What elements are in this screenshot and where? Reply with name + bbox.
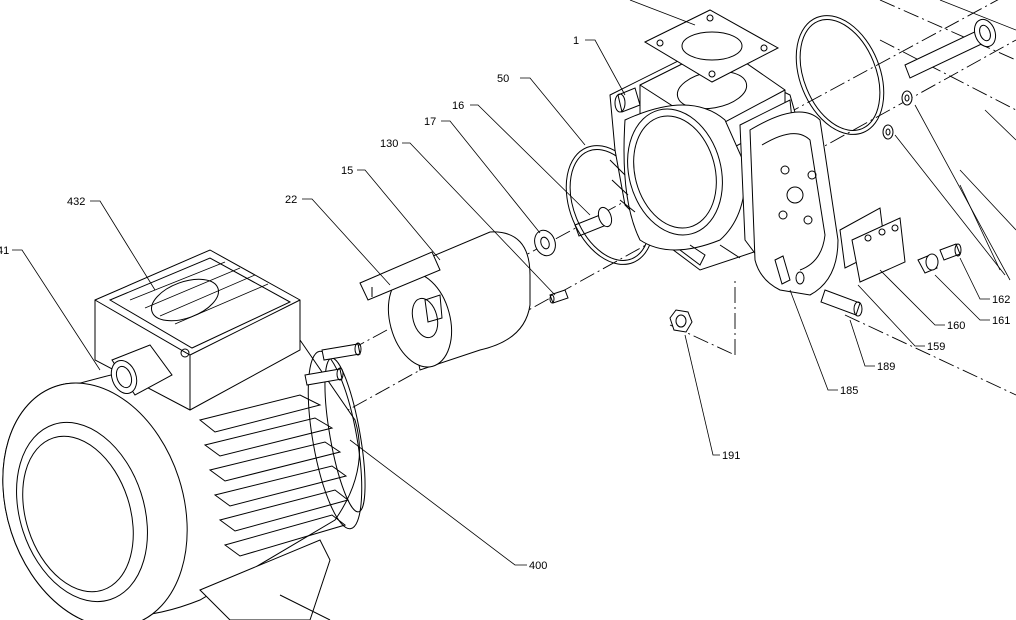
cover-plate (749, 111, 839, 296)
screws (917, 243, 962, 274)
stud-189 (820, 289, 863, 317)
leader-right-5 (984, 109, 1016, 141)
nut-191 (669, 309, 693, 333)
leader-lines (12, 0, 1016, 566)
shaft-sleeve (574, 206, 613, 237)
pump-housing (609, 44, 801, 271)
leader-top-gasket (629, 0, 696, 26)
label-1: 1 (573, 35, 579, 47)
spacer-ring (534, 229, 556, 257)
leader-right-4 (959, 169, 1016, 231)
motor-flange (307, 350, 363, 530)
fan-cover-ring (16, 421, 148, 603)
label-400: 400 (529, 560, 547, 572)
top-gasket (643, 9, 780, 83)
label-189: 189 (877, 361, 895, 373)
leader-159 (857, 284, 925, 347)
label-22: 22 (285, 194, 297, 206)
label-41: 41 (0, 245, 9, 257)
leader-1 (585, 39, 626, 96)
leader-right-top (939, 0, 1016, 31)
leader-right-1 (959, 184, 1001, 271)
label-17: 17 (424, 116, 436, 128)
motor-foot (199, 539, 331, 620)
leader-right-3 (894, 134, 1006, 276)
leader-191 (684, 334, 720, 456)
motor (2, 249, 366, 620)
label-15: 15 (341, 165, 353, 177)
leader-130 (402, 142, 556, 296)
leader-400 (349, 439, 527, 566)
fan-cover-front (2, 382, 188, 620)
fan-cover-ring-2 (22, 435, 134, 593)
plate-axis-line (844, 314, 1016, 396)
label-432: 432 (67, 196, 85, 208)
leader-22 (302, 198, 391, 286)
leader-185 (789, 289, 838, 391)
leader-right-2 (914, 104, 1011, 281)
leader-16 (470, 104, 591, 216)
label-16: 16 (452, 100, 464, 112)
label-159: 159 (927, 341, 945, 353)
shaft-studs (304, 342, 362, 386)
leader-50 (520, 77, 586, 146)
label-161: 161 (992, 315, 1010, 327)
label-185: 185 (840, 385, 858, 397)
leader-161 (934, 274, 990, 321)
label-162: 162 (992, 294, 1010, 306)
label-130: 130 (380, 138, 398, 150)
label-50: 50 (497, 73, 509, 85)
part-labels: 1 50 16 17 130 15 22 432 41 400 191 185 … (0, 35, 1010, 572)
key-plate (359, 251, 441, 301)
leader-432 (90, 200, 156, 291)
leader-41 (12, 249, 101, 371)
cooling-fins (198, 394, 350, 557)
leader-162 (959, 257, 990, 300)
label-160: 160 (947, 320, 965, 332)
pin (549, 289, 569, 304)
cable-gland (110, 344, 173, 396)
leader-160 (879, 269, 945, 326)
coupling-parts (359, 206, 613, 371)
label-191: 191 (722, 450, 740, 462)
leader-15 (357, 169, 441, 261)
valve-plates (839, 207, 906, 283)
bolt-and-washers (882, 18, 997, 140)
o-ring-large (795, 15, 885, 135)
leader-189 (849, 319, 875, 367)
leader-17 (441, 120, 541, 234)
